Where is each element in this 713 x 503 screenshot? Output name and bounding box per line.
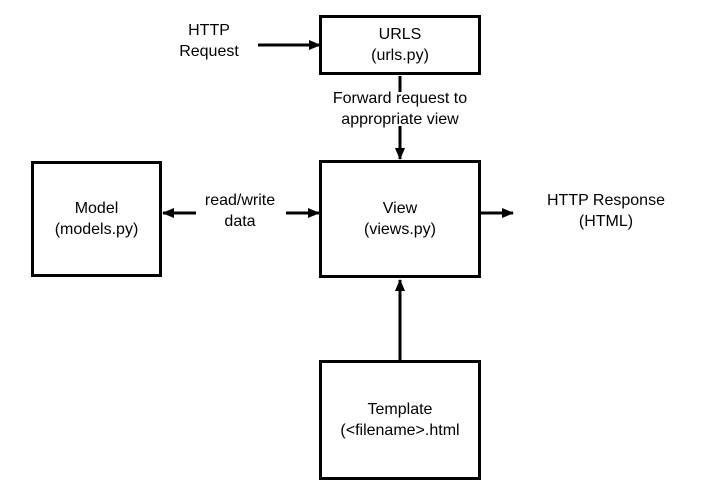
label-http-request: HTTP Request bbox=[166, 20, 252, 62]
label-read-write-data: read/write data bbox=[196, 190, 284, 232]
node-template-line1: Template bbox=[367, 400, 433, 418]
label-read-write-data-line2: data bbox=[224, 213, 256, 231]
node-urls-line1: URLS bbox=[378, 25, 422, 43]
node-urls[interactable]: URLS (urls.py) bbox=[319, 15, 481, 75]
label-http-response: HTTP Response (HTML) bbox=[531, 190, 681, 232]
node-view-line1: View bbox=[382, 199, 418, 217]
node-view-line2: (views.py) bbox=[363, 221, 436, 238]
label-http-response-line2: (HTML) bbox=[578, 213, 634, 231]
node-model[interactable]: Model (models.py) bbox=[31, 161, 162, 277]
node-template-line2: (<filename>.html bbox=[340, 422, 460, 439]
label-forward-request: Forward request to appropriate view bbox=[318, 88, 482, 130]
node-view[interactable]: View (views.py) bbox=[319, 160, 481, 278]
node-urls-line2: (urls.py) bbox=[371, 47, 429, 64]
node-model-line2: (models.py) bbox=[54, 221, 139, 238]
label-forward-request-line1: Forward request to bbox=[332, 90, 468, 107]
label-http-request-line1: HTTP bbox=[188, 22, 230, 39]
label-forward-request-line2: appropriate view bbox=[341, 111, 459, 129]
node-model-line1: Model bbox=[74, 199, 119, 217]
label-http-request-line2: Request bbox=[179, 43, 239, 61]
label-read-write-data-line1: read/write bbox=[204, 192, 276, 209]
node-template[interactable]: Template (<filename>.html bbox=[319, 360, 481, 480]
label-http-response-line1: HTTP Response bbox=[547, 192, 665, 209]
